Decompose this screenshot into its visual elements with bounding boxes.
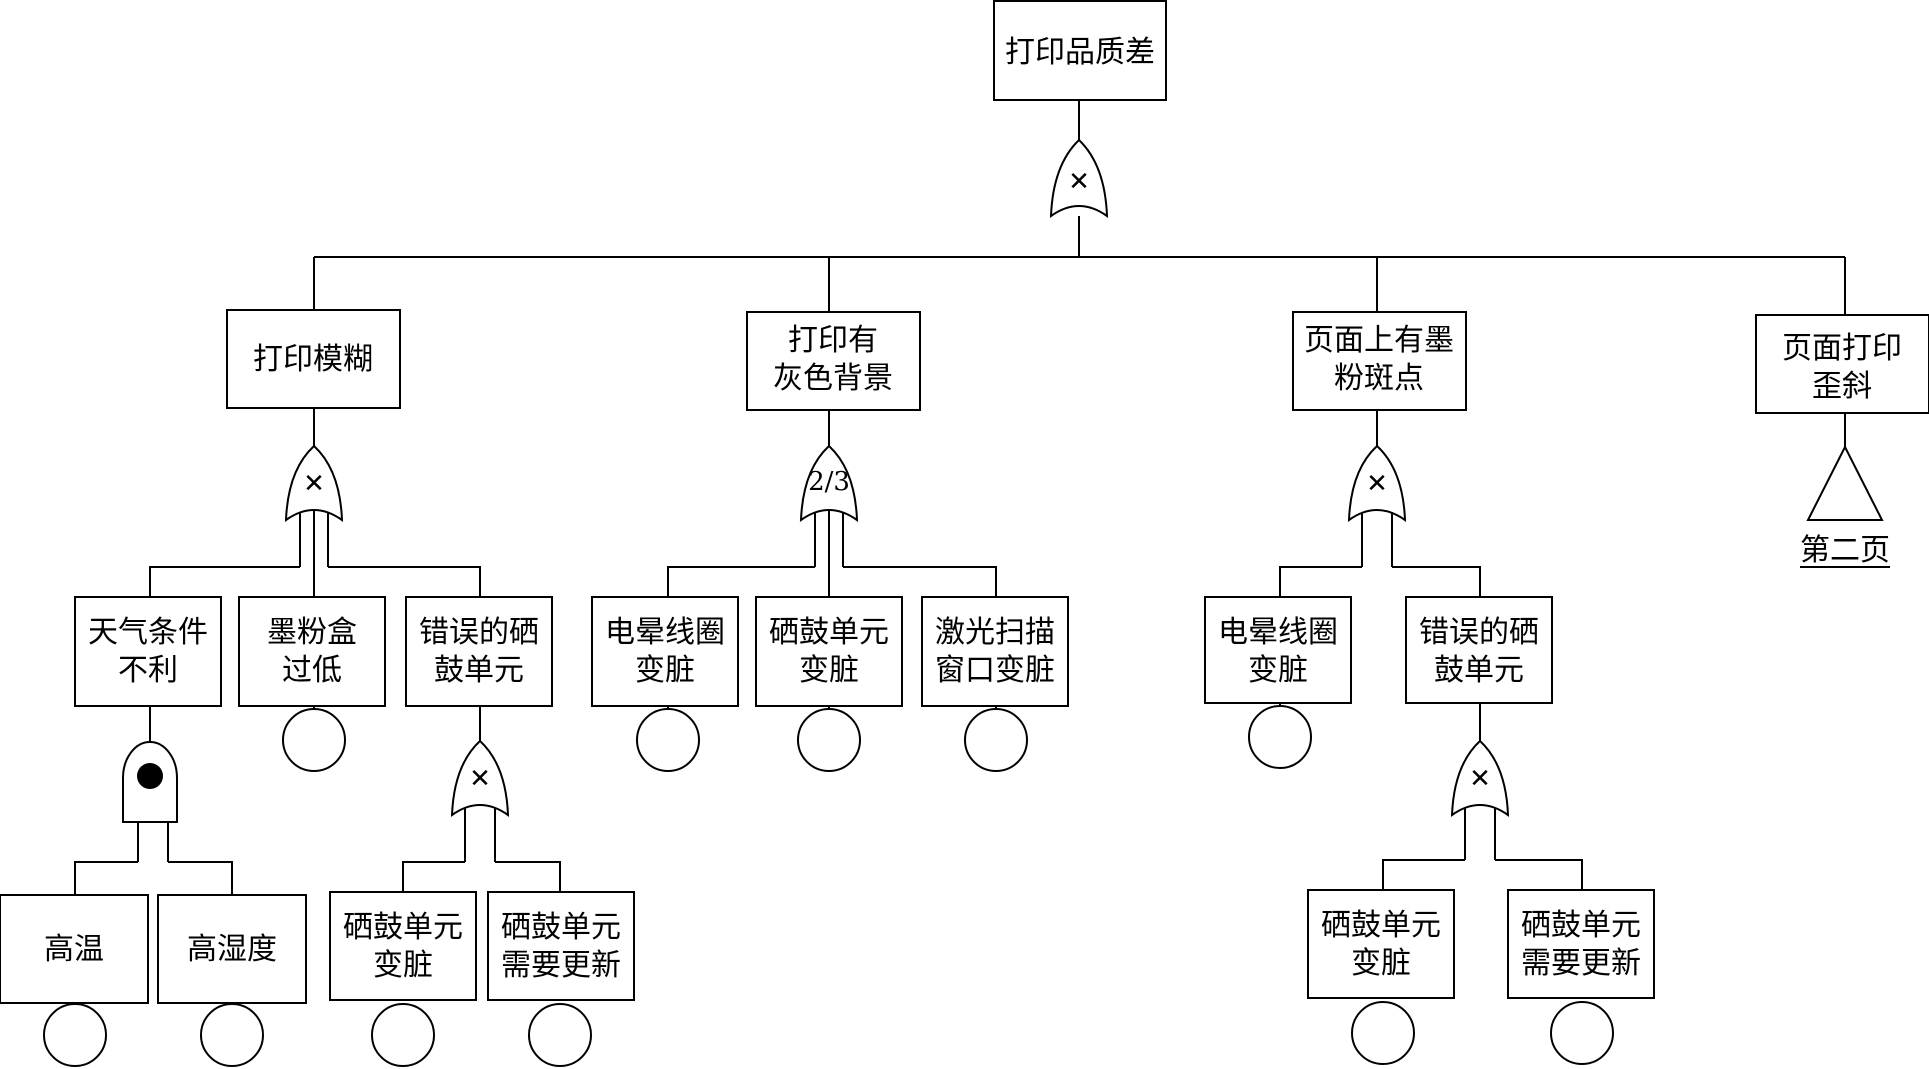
event-label-line1: 墨粉盒 xyxy=(267,615,357,650)
event-label-line1: 电晕线圈 xyxy=(605,615,725,650)
transfer-out-symbol[interactable]: 第二页 xyxy=(1800,444,1890,568)
basic-event-toner-low xyxy=(282,708,346,772)
basic-event-high-temp xyxy=(43,1003,107,1067)
event-label-line2: 粉斑点 xyxy=(1334,361,1424,396)
basic-event-corona-dirty xyxy=(1248,705,1312,769)
event-label-line1: 错误的硒 xyxy=(419,615,539,650)
event-toner-spots[interactable]: 页面上有墨 粉斑点 xyxy=(1292,311,1467,411)
basic-event-drum-replace xyxy=(528,1003,592,1067)
event-corona-dirty[interactable]: 电晕线圈 变脏 xyxy=(1204,596,1352,704)
event-label-line1: 硒鼓单元 xyxy=(769,615,889,650)
or-gate-top: ✕ xyxy=(1049,138,1109,218)
event-label: 高湿度 xyxy=(187,932,277,967)
event-corona-dirty[interactable]: 电晕线圈 变脏 xyxy=(591,596,739,707)
event-label-line2: 过低 xyxy=(282,653,342,688)
event-label-line1: 激光扫描 xyxy=(935,615,1055,650)
event-label-line2: 需要更新 xyxy=(1521,946,1641,981)
basic-events xyxy=(43,705,1614,1067)
basic-event-drum-dirty xyxy=(797,708,861,772)
event-label-line1: 硒鼓单元 xyxy=(1521,908,1641,943)
event-wrong-drum[interactable]: 错误的硒 鼓单元 xyxy=(405,596,553,707)
event-label: 打印品质差 xyxy=(1005,35,1155,70)
or-gate-symbol: ✕ xyxy=(1469,764,1491,794)
event-toner-low[interactable]: 墨粉盒 过低 xyxy=(238,596,386,707)
event-label-line2: 鼓单元 xyxy=(434,653,524,688)
basic-event-high-humidity xyxy=(200,1003,264,1067)
inhibit-condition-dot xyxy=(137,763,163,789)
or-gate-blur: ✕ xyxy=(284,444,344,523)
event-label-line2: 变脏 xyxy=(1351,946,1411,981)
event-label-line2: 变脏 xyxy=(1248,653,1308,688)
or-gate-drum-a: ✕ xyxy=(450,739,510,818)
basic-event-laser-window xyxy=(964,708,1028,772)
or-gate-symbol: ✕ xyxy=(303,469,325,499)
event-label-line1: 电晕线圈 xyxy=(1218,615,1338,650)
event-label-line2: 灰色背景 xyxy=(773,361,893,396)
event-label-line2: 变脏 xyxy=(799,653,859,688)
event-weather[interactable]: 天气条件 不利 xyxy=(74,596,222,707)
connector-lines xyxy=(74,100,1846,895)
event-label-line2: 需要更新 xyxy=(501,948,621,983)
event-label-line1: 页面打印 xyxy=(1782,331,1902,366)
event-label-line1: 硒鼓单元 xyxy=(343,910,463,945)
basic-event-drum-dirty xyxy=(1351,1001,1415,1065)
vote-gate-gray: 2/3 xyxy=(799,444,859,523)
event-label-line2: 变脏 xyxy=(635,653,695,688)
event-top-print-quality[interactable]: 打印品质差 xyxy=(993,0,1167,101)
event-high-temp[interactable]: 高温 xyxy=(0,894,149,1004)
event-drum-replace[interactable]: 硒鼓单元 需要更新 xyxy=(1507,889,1655,999)
or-gate-spots: ✕ xyxy=(1347,444,1407,523)
event-drum-dirty[interactable]: 硒鼓单元 变脏 xyxy=(755,596,903,707)
event-label-line1: 天气条件 xyxy=(88,615,208,650)
event-label: 打印模糊 xyxy=(253,342,373,377)
event-drum-dirty[interactable]: 硒鼓单元 变脏 xyxy=(329,891,477,1001)
event-drum-dirty[interactable]: 硒鼓单元 变脏 xyxy=(1307,889,1455,999)
basic-event-corona-dirty xyxy=(636,708,700,772)
event-label-line2: 变脏 xyxy=(373,948,433,983)
event-label: 高温 xyxy=(44,932,104,967)
event-label-line2: 鼓单元 xyxy=(1434,653,1524,688)
event-label-line1: 打印有 xyxy=(788,323,878,358)
vote-gate-label: 2/3 xyxy=(808,467,850,497)
event-drum-replace[interactable]: 硒鼓单元 需要更新 xyxy=(487,891,635,1001)
event-label-line1: 页面上有墨 xyxy=(1304,323,1454,358)
event-label-line2: 歪斜 xyxy=(1812,369,1872,404)
transfer-page-label: 第二页 xyxy=(1800,533,1890,568)
event-label-line1: 硒鼓单元 xyxy=(1321,908,1441,943)
basic-event-drum-replace xyxy=(1550,1001,1614,1065)
event-label-line1: 硒鼓单元 xyxy=(501,910,621,945)
event-gray-background[interactable]: 打印有 灰色背景 xyxy=(746,311,921,411)
or-gate-symbol: ✕ xyxy=(1366,469,1388,499)
or-gate-symbol: ✕ xyxy=(1068,167,1090,197)
event-label-line1: 错误的硒 xyxy=(1419,615,1539,650)
event-high-humidity[interactable]: 高湿度 xyxy=(157,894,307,1004)
inhibit-gate-weather xyxy=(122,741,178,823)
event-skew[interactable]: 页面打印 歪斜 xyxy=(1755,314,1929,414)
event-label-line2: 不利 xyxy=(118,653,178,688)
basic-event-drum-dirty xyxy=(371,1003,435,1067)
event-label-line2: 窗口变脏 xyxy=(935,653,1055,688)
or-gate-symbol: ✕ xyxy=(469,764,491,794)
event-wrong-drum[interactable]: 错误的硒 鼓单元 xyxy=(1405,596,1553,704)
event-laser-window[interactable]: 激光扫描 窗口变脏 xyxy=(921,596,1069,707)
or-gate-drum-b: ✕ xyxy=(1450,739,1510,818)
event-blur[interactable]: 打印模糊 xyxy=(226,309,401,409)
